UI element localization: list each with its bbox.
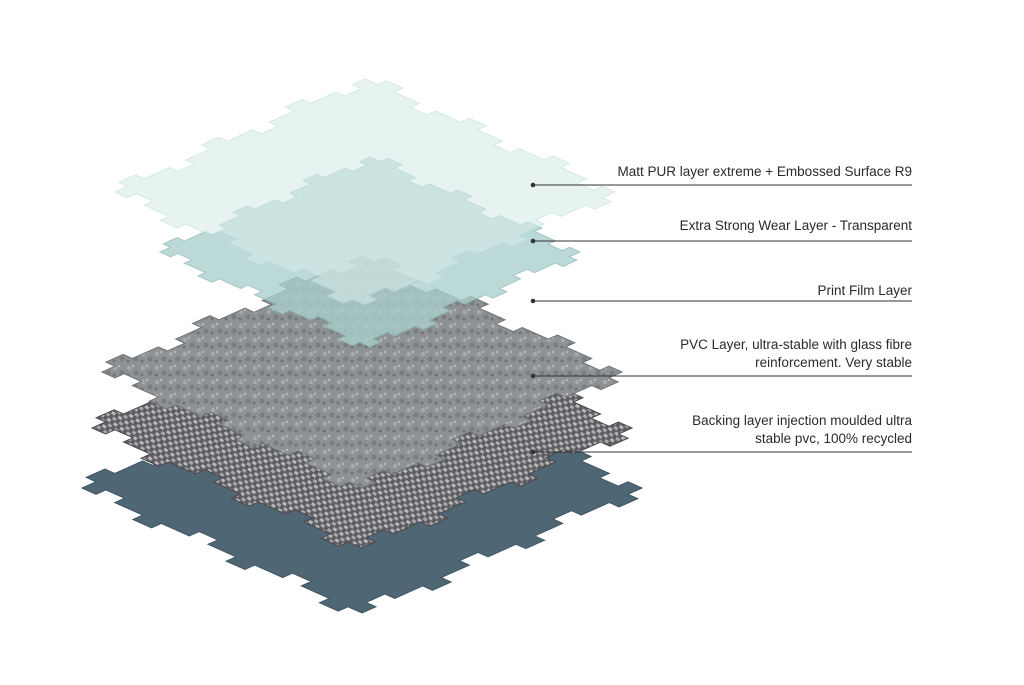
leader-print-film-dot: [530, 298, 536, 304]
leader-pvc-layer-dot: [530, 373, 536, 379]
label-wear-layer: Extra Strong Wear Layer - Transparent: [679, 218, 912, 233]
label-matt-pur: Matt PUR layer extreme + Embossed Surfac…: [617, 164, 913, 179]
tile-print-film-layer: [100, 255, 624, 489]
label-print-film: Print Film Layer: [817, 283, 912, 298]
label-pvc-layer: PVC Layer, ultra-stable with glass fibre…: [680, 337, 912, 370]
leader-wear-layer-dot: [530, 238, 536, 244]
label-backing: Backing layer injection moulded ultra st…: [692, 413, 912, 446]
tile-matt-pur-layer: [113, 78, 617, 306]
leader-matt-pur-dot: [530, 182, 536, 188]
leader-backing-dot: [530, 449, 536, 455]
